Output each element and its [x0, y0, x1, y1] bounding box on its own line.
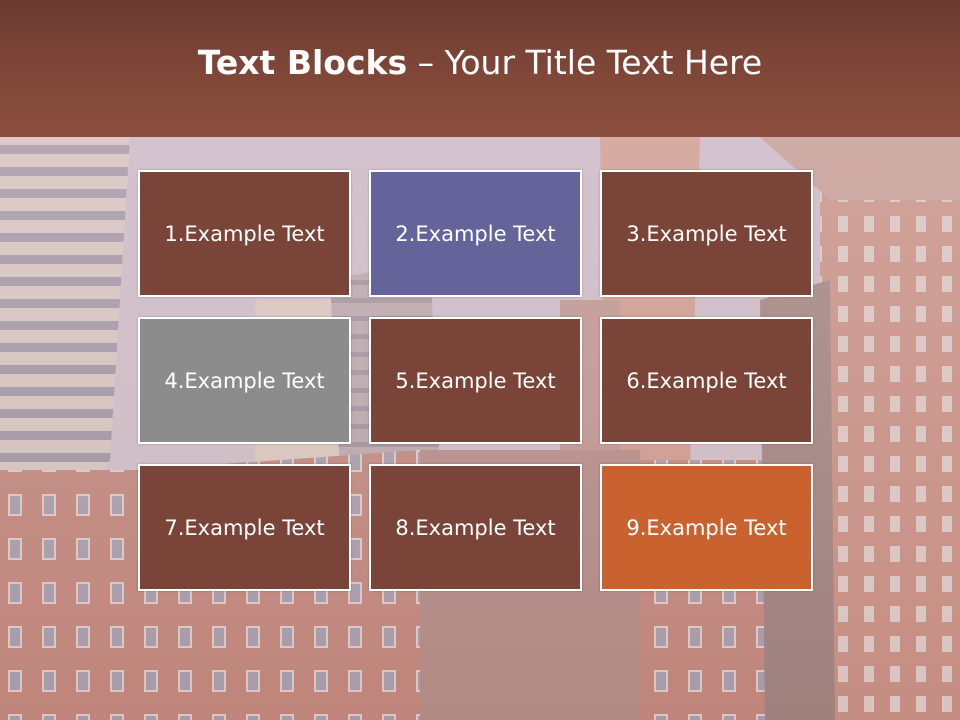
- page-title: Text Blocks – Your Title Text Here: [198, 43, 762, 82]
- text-block-2[interactable]: 2.Example Text: [369, 170, 582, 297]
- text-block-3[interactable]: 3.Example Text: [600, 170, 813, 297]
- text-block-9[interactable]: 9.Example Text: [600, 464, 813, 591]
- text-block-7[interactable]: 7.Example Text: [138, 464, 351, 591]
- text-block-4[interactable]: 4.Example Text: [138, 317, 351, 444]
- text-block-5[interactable]: 5.Example Text: [369, 317, 582, 444]
- text-block-6[interactable]: 6.Example Text: [600, 317, 813, 444]
- text-block-8[interactable]: 8.Example Text: [369, 464, 582, 591]
- title-bar: Text Blocks – Your Title Text Here: [0, 0, 960, 137]
- text-block-1[interactable]: 1.Example Text: [138, 170, 351, 297]
- title-bold-text: Text Blocks: [197, 43, 408, 82]
- title-rest-text: – Your Title Text Here: [407, 43, 763, 82]
